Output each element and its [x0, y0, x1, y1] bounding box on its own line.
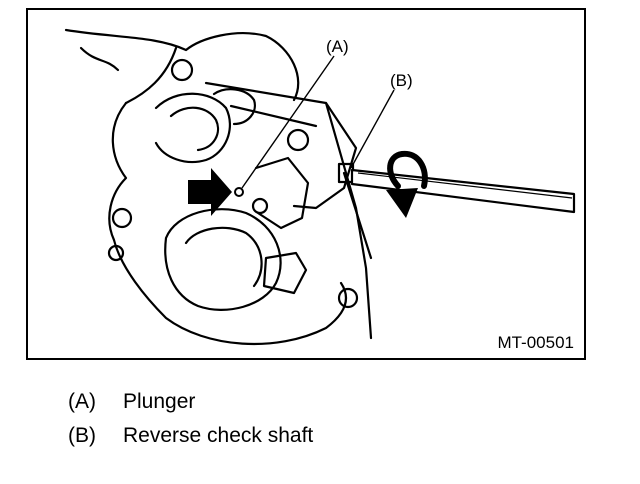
- lower-bore-inner: [184, 226, 263, 288]
- legend-text: Plunger: [123, 390, 196, 413]
- plunger-housing: [254, 156, 310, 230]
- leader-line-a: [241, 55, 335, 189]
- transmission-case-drawing: [64, 28, 373, 346]
- screwdriver-shaft: [350, 168, 576, 214]
- case-rib: [124, 46, 178, 105]
- upper-bore-outer: [154, 92, 231, 164]
- legend-item-reverse-check-shaft: (B) Reverse check shaft: [68, 422, 588, 456]
- case-top-outline: [64, 28, 300, 102]
- legend-text: Reverse check shaft: [123, 424, 314, 447]
- plunger: [234, 187, 244, 197]
- left-flange-outline: [108, 101, 348, 346]
- legend: (A) Plunger (B) Reverse check shaft: [68, 388, 588, 456]
- upper-bore-inner: [169, 106, 220, 152]
- bolt-boss: [107, 244, 125, 262]
- small-bore: [212, 88, 256, 126]
- push-arrow-icon: [188, 168, 232, 216]
- lower-bracket: [262, 251, 308, 295]
- bolt-boss: [170, 58, 194, 82]
- figure-id: MT-00501: [497, 333, 574, 352]
- callout-a: (A): [326, 37, 349, 56]
- legend-key: (B): [68, 424, 96, 447]
- illustration-canvas: (A) (B) MT-00501: [26, 8, 586, 360]
- bolt-boss: [286, 128, 310, 152]
- callout-b: (B): [390, 71, 413, 90]
- leader-line-b: [350, 89, 395, 169]
- legend-item-plunger: (A) Plunger: [68, 388, 588, 422]
- bolt-boss: [111, 207, 133, 229]
- legend-key: (A): [68, 390, 96, 413]
- shifter-arm-edge: [229, 104, 318, 128]
- case-edge: [79, 46, 120, 72]
- lower-bore-outer: [164, 208, 282, 311]
- figure-frame: [26, 8, 586, 360]
- shift-rail: [324, 101, 373, 340]
- rotation-arrow-icon: [386, 150, 428, 218]
- service-illustration: (A) (B) MT-00501: [26, 8, 586, 360]
- shift-rail-edge: [342, 171, 373, 260]
- bolt-boss: [337, 287, 359, 309]
- shifter-arm: [204, 81, 358, 210]
